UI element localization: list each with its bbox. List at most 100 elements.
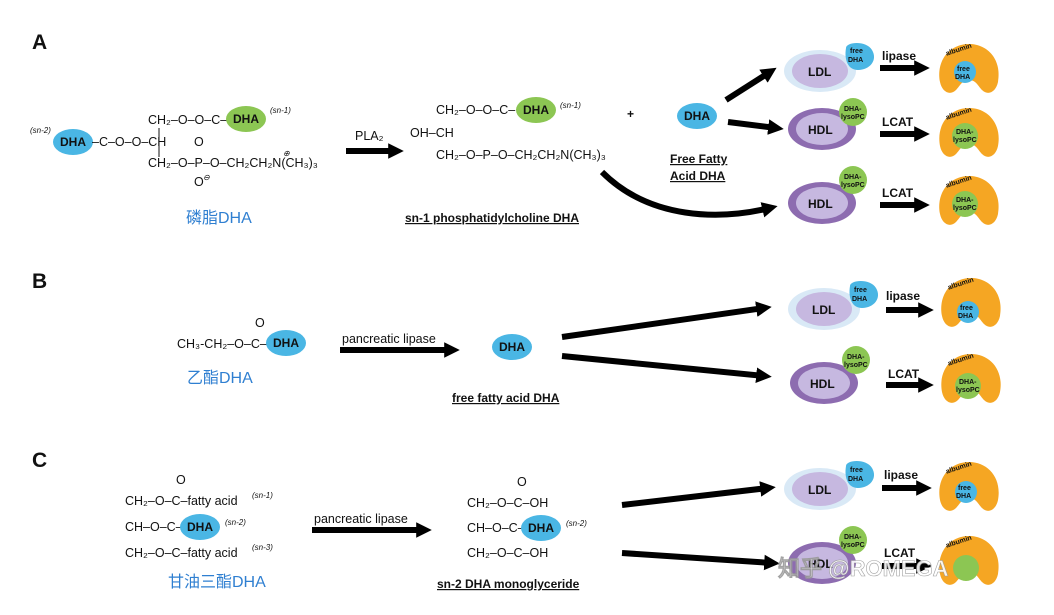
dha-label: DHA bbox=[273, 336, 299, 350]
panel-label-c: C bbox=[32, 449, 47, 472]
dha-lysopc-a: DHA- bbox=[956, 197, 974, 204]
hdl-lysopc-row-a2: HDL DHA- lysoPC LCAT albumin DHA- lysoPC bbox=[788, 166, 999, 225]
free-label-a: free bbox=[850, 48, 863, 55]
dha-label: DHA bbox=[187, 520, 213, 534]
carbonyl-o: O bbox=[176, 473, 186, 487]
free-label-b: DHA bbox=[848, 476, 863, 483]
free-label-b: DHA bbox=[852, 296, 867, 303]
phosphate-o-top: O bbox=[194, 135, 204, 149]
arrow-to-hdl-b bbox=[561, 353, 772, 383]
watermark: 知乎 @ROMEGA bbox=[778, 556, 949, 581]
dha-bubble bbox=[53, 129, 93, 155]
panel-label-b: B bbox=[32, 270, 47, 293]
product-line-3: CH₂–O–P–O–CH₂CH₂N(CH₃)₃ bbox=[436, 148, 606, 162]
arrow-to-hdl2-a bbox=[599, 169, 778, 218]
product-label-a: sn-1 phosphatidylcholine DHA bbox=[405, 211, 579, 225]
free-label-b: DHA bbox=[956, 493, 971, 500]
mg-line-3: CH₂–O–C–OH bbox=[467, 546, 548, 560]
arrow-to-hdl-a bbox=[727, 119, 784, 135]
dha-lysopc-b: lysoPC bbox=[956, 387, 980, 394]
dha-lysopc-b: lysoPC bbox=[844, 362, 868, 369]
ldl-label: LDL bbox=[808, 483, 831, 497]
dha-bubble bbox=[266, 330, 306, 356]
ldl-free-dha-row-b: LDL free DHA lipase albumin free DHA bbox=[788, 277, 1001, 330]
sn2-tag: (sn-2) bbox=[30, 126, 51, 135]
hdl-lysopc-row-b: HDL DHA- lysoPC LCAT albumin DHA- lysoPC bbox=[790, 346, 1001, 404]
dha-lysopc-b: lysoPC bbox=[953, 137, 977, 144]
ethyl-ester-formula: CH₃-CH₂–O–C– bbox=[177, 337, 267, 351]
plus-charge: ⊕ bbox=[283, 149, 290, 158]
product-label-b: free fatty acid DHA bbox=[452, 391, 560, 405]
product-line-1: CH₂–O–O–C– bbox=[436, 103, 515, 117]
dha-label: DHA bbox=[528, 521, 554, 535]
dha-lysopc-a: DHA- bbox=[956, 129, 974, 136]
product-label-c: sn-2 DHA monoglyceride bbox=[437, 577, 580, 591]
hdl-label: HDL bbox=[808, 197, 833, 211]
carbonyl-o: O bbox=[255, 316, 265, 330]
source-cn-label-a: 磷脂DHA bbox=[186, 209, 252, 227]
formula-line-3: CH₂–O–P–O–CH₂CH₂N(CH₃)₃ bbox=[148, 156, 318, 170]
dha-lysopc-b: lysoPC bbox=[841, 114, 865, 121]
free-label-a: free bbox=[854, 287, 867, 294]
dha-lysopc-b: lysoPC bbox=[841, 542, 865, 549]
lcat-label: LCAT bbox=[888, 367, 920, 381]
sn1-tag: (sn-1) bbox=[252, 491, 273, 500]
free-label-b: DHA bbox=[958, 313, 973, 320]
hdl-label: HDL bbox=[810, 377, 835, 391]
tg-line-1: CH₂–O–C–fatty acid bbox=[125, 494, 238, 508]
dha-lysopc-a: DHA- bbox=[959, 379, 977, 386]
panel-b-source-molecule: O CH₃-CH₂–O–C– DHA bbox=[177, 316, 306, 356]
ldl-free-dha-row-c: LDL free DHA lipase albumin free DHA bbox=[784, 461, 999, 511]
product-line-2: OH–CH bbox=[410, 126, 454, 140]
sn3-tag: (sn-3) bbox=[252, 543, 273, 552]
free-label-b: DHA bbox=[955, 74, 970, 81]
sn1-tag: (sn-1) bbox=[560, 101, 581, 110]
dha-lysopc-a: DHA- bbox=[844, 534, 862, 541]
source-cn-label-c: 甘油三酯DHA bbox=[168, 573, 266, 591]
reagent-label-b: pancreatic lipase bbox=[342, 332, 436, 346]
lcat-label: LCAT bbox=[884, 546, 916, 560]
dha-label: DHA bbox=[523, 103, 549, 117]
arrow-to-ldl-c bbox=[621, 481, 776, 508]
ldl-free-dha-row-a: LDL free DHA lipase albumin free DHA bbox=[784, 43, 999, 93]
dha-bubble-sn1 bbox=[226, 106, 266, 132]
dha-label-sn1: DHA bbox=[233, 112, 259, 126]
free-label-a: free bbox=[958, 485, 971, 492]
free-dha-label: DHA bbox=[684, 109, 710, 123]
panel-c-source-molecule: O CH₂–O–C–fatty acid (sn-1) CH–O–C– DHA … bbox=[125, 473, 273, 560]
reagent-label-a: PLA₂ bbox=[355, 129, 384, 143]
tg-line-2: CH–O–C– bbox=[125, 520, 183, 534]
dha-lysopc-a: DHA- bbox=[844, 106, 862, 113]
reagent-label-c: pancreatic lipase bbox=[314, 512, 408, 526]
panel-a-product-molecule: CH₂–O–O–C– DHA (sn-1) OH–CH CH₂–O–P–O–CH… bbox=[410, 97, 606, 162]
dha-label: DHA bbox=[60, 135, 86, 149]
minus-charge: ⊖ bbox=[203, 173, 210, 182]
lipase-label: lipase bbox=[886, 289, 920, 303]
dha-lysopc-a: DHA- bbox=[844, 174, 862, 181]
panel-label-a: A bbox=[32, 31, 47, 54]
dha-bubble bbox=[180, 514, 220, 540]
tg-line-3: CH₂–O–C–fatty acid bbox=[125, 546, 238, 560]
lipase-label: lipase bbox=[884, 468, 918, 482]
lcat-label: LCAT bbox=[882, 186, 914, 200]
carbonyl-o: O bbox=[517, 475, 527, 489]
free-label-a: free bbox=[960, 305, 973, 312]
dha-lysopc-b: lysoPC bbox=[841, 182, 865, 189]
phosphate-o-bottom: O bbox=[194, 175, 204, 189]
mg-line-1: CH₂–O–C–OH bbox=[467, 496, 548, 510]
source-cn-label-b: 乙酯DHA bbox=[187, 369, 253, 387]
arrow-to-ldl-b bbox=[561, 301, 772, 340]
free-dha-bubble bbox=[492, 334, 532, 360]
ldl-label: LDL bbox=[812, 303, 835, 317]
free-dha-bubble bbox=[677, 103, 717, 129]
dha-lysopc-b: lysoPC bbox=[953, 205, 977, 212]
arrow-to-ldl-a bbox=[724, 67, 777, 103]
sn1-tag: (sn-1) bbox=[270, 106, 291, 115]
plus-sign: + bbox=[627, 107, 634, 121]
lcat-label: LCAT bbox=[882, 115, 914, 129]
mg-line-2: CH–O–C– bbox=[467, 521, 525, 535]
lipase-label: lipase bbox=[882, 49, 916, 63]
free-label-b: DHA bbox=[848, 57, 863, 64]
dha-bubble bbox=[521, 515, 561, 541]
